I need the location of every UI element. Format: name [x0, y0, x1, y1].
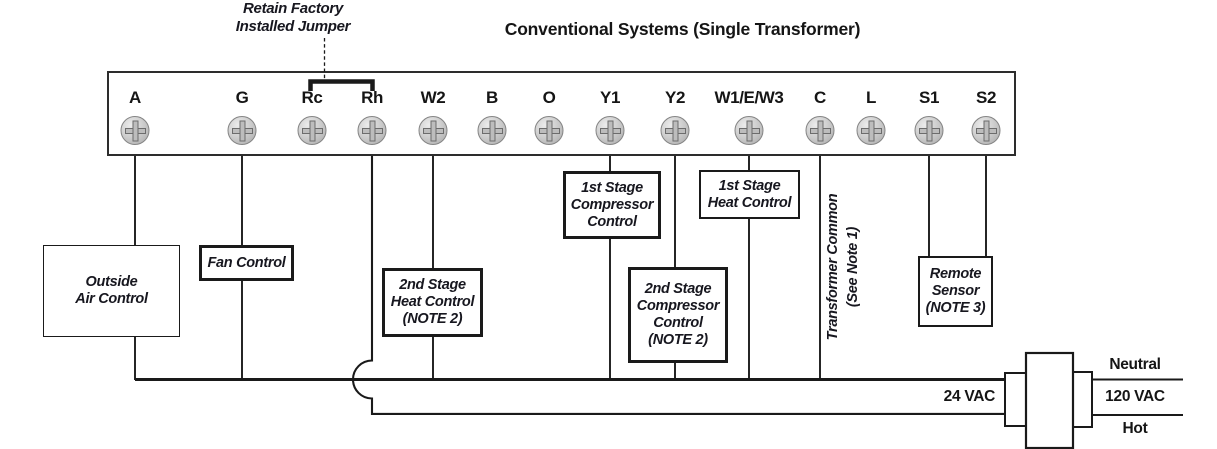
terminal-rh: Rh [357, 88, 387, 145]
wire-rh-24vac [352, 152, 1007, 415]
screw-icon [477, 116, 507, 145]
screw-icon [734, 116, 764, 145]
screw-icon [914, 116, 944, 145]
terminal-label: O [542, 88, 556, 107]
label-neutral: Neutral [1109, 356, 1161, 373]
screw-icon [227, 116, 257, 145]
terminal-label: A [129, 88, 141, 107]
terminal-label: S2 [976, 88, 996, 107]
terminal-b: B [477, 88, 507, 145]
terminal-label: Y1 [600, 88, 620, 107]
box-2nd-stage-compressor-control: 2nd Stage Compressor Control (NOTE 2) [628, 267, 728, 363]
box-label: Outside Air Control [75, 274, 148, 307]
screw-icon [856, 116, 886, 145]
box-label: 1st Stage Compressor Control [570, 179, 654, 230]
terminal-label: S1 [919, 88, 939, 107]
screw-icon [357, 116, 387, 145]
box-label: 1st Stage Heat Control [707, 177, 792, 211]
terminal-label: B [486, 88, 498, 107]
transformer-secondary-block [1004, 372, 1027, 427]
box-label: 2nd Stage Compressor Control (NOTE 2) [636, 281, 720, 348]
screw-icon [297, 116, 327, 145]
terminal-label: W1/E/W3 [714, 88, 784, 107]
screw-icon [534, 116, 564, 145]
terminal-rc: Rc [297, 88, 327, 145]
terminal-s2: S2 [971, 88, 1001, 145]
terminal-label: L [866, 88, 876, 107]
terminal-g: G [227, 88, 257, 145]
terminal-y2: Y2 [660, 88, 690, 145]
box-label: Remote Sensor (NOTE 3) [925, 266, 986, 316]
terminal-w2: W2 [418, 88, 448, 145]
transformer-common-label: Transformer Common (See Note 1) [825, 193, 861, 341]
screw-icon [971, 116, 1001, 145]
terminal-a: A [120, 88, 150, 145]
screw-icon [418, 116, 448, 145]
terminal-label: Rc [301, 88, 323, 107]
terminal-o: O [534, 88, 564, 145]
terminal-y1: Y1 [595, 88, 625, 145]
screw-icon [660, 116, 690, 145]
terminal-l: L [856, 88, 886, 145]
terminal-w1-e-w3: W1/E/W3 [715, 89, 784, 145]
screw-icon [595, 116, 625, 145]
terminal-label: Y2 [665, 88, 685, 107]
retain-jumper-note: Retain Factory Installed Jumper [235, 0, 351, 35]
box-fan-control: Fan Control [199, 245, 294, 281]
box-2nd-stage-heat-control: 2nd Stage Heat Control (NOTE 2) [382, 268, 483, 337]
transformer-core [1024, 351, 1075, 449]
screw-icon [805, 116, 835, 145]
box-1st-stage-compressor-control: 1st Stage Compressor Control [563, 171, 661, 239]
label-120-vac: 120 VAC [1105, 388, 1165, 405]
terminal-c: C [805, 88, 835, 145]
diagram-title: Conventional Systems (Single Transformer… [504, 19, 861, 39]
label-24-vac: 24 VAC [943, 388, 996, 405]
terminal-s1: S1 [914, 88, 944, 145]
box-outside-air-control: Outside Air Control [43, 245, 180, 337]
terminal-label: W2 [420, 88, 446, 107]
box-label: 2nd Stage Heat Control (NOTE 2) [390, 277, 475, 327]
box-label: Fan Control [207, 254, 286, 271]
screw-icon [120, 116, 150, 145]
label-hot: Hot [1122, 420, 1148, 437]
box-remote-sensor: Remote Sensor (NOTE 3) [918, 256, 993, 327]
terminal-label: Rh [361, 88, 383, 107]
box-1st-stage-heat-control: 1st Stage Heat Control [699, 170, 800, 219]
terminal-label: G [235, 88, 249, 107]
terminal-label: C [814, 88, 826, 107]
